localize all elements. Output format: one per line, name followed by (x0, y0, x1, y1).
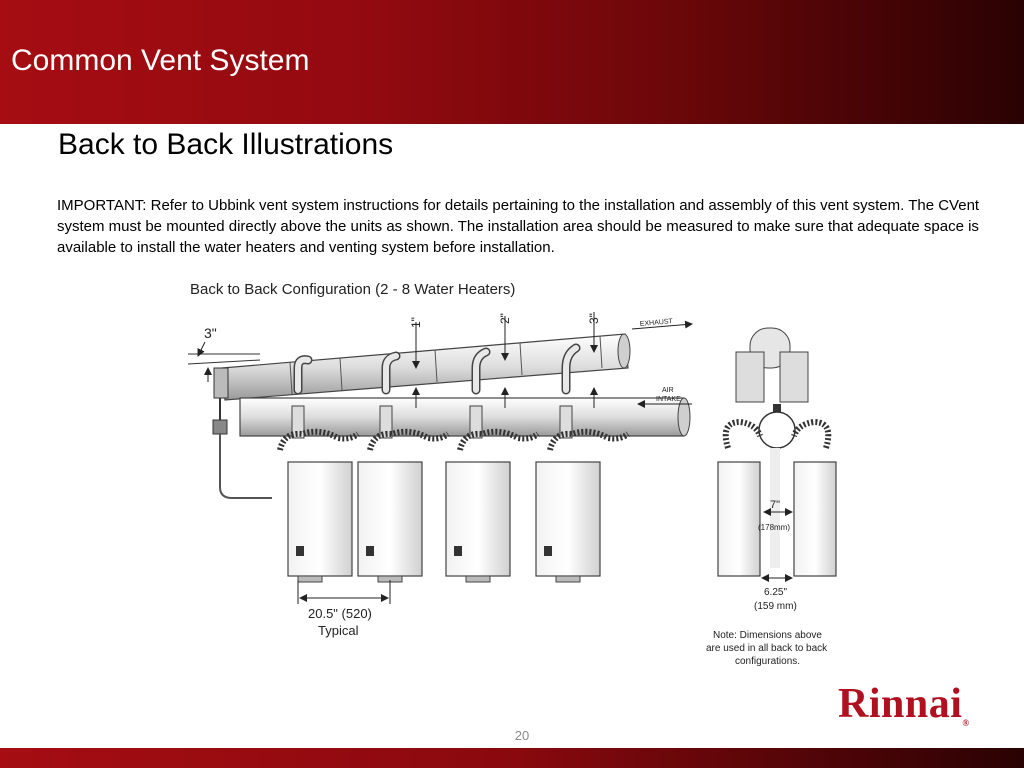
section-subtitle: Back to Back Illustrations (58, 128, 394, 161)
exhaust-label: EXHAUST (640, 318, 674, 328)
air-label: AIR (662, 387, 674, 394)
slope-arrow (197, 341, 206, 357)
water-heater-1 (277, 355, 360, 583)
vent-diagram: Back to Back Configuration (2 - 8 Water … (180, 272, 870, 676)
header-banner: Common Vent System (0, 0, 1024, 124)
pipe-joint (599, 335, 603, 369)
end-cap (213, 367, 229, 399)
vent-diagram-svg: Back to Back Configuration (2 - 8 Water … (187, 281, 837, 667)
typical-label: Typical (318, 623, 359, 638)
pipe-end-cap (617, 333, 631, 369)
note-line-1: Note: Dimensions above (713, 630, 822, 641)
rinnai-logo: Rinnai® (838, 680, 970, 728)
logo-text: Rinnai (838, 681, 963, 727)
water-heater-2 (357, 351, 450, 583)
spacing-label: 20.5" (520) (308, 606, 372, 621)
reference-line (187, 359, 261, 365)
slope-label: 3" (204, 325, 217, 341)
pipe-joint (339, 357, 343, 391)
intake-label: INTAKE (656, 396, 681, 403)
drain-trap (212, 419, 228, 435)
rise-label-3: 3" (587, 313, 601, 324)
pipe-joint (289, 361, 293, 395)
water-heater-3 (445, 347, 540, 583)
rise-label-2: 2" (498, 313, 512, 324)
drain-line (219, 434, 272, 499)
page-number: 20 (514, 728, 530, 743)
page-title: Common Vent System (11, 44, 310, 77)
figure-title: Back to Back Configuration (2 - 8 Water … (190, 281, 515, 298)
side-view (717, 327, 837, 577)
width-label: 7" (770, 499, 780, 511)
rise-label-1: 1" (409, 317, 423, 328)
intake-pipe (239, 397, 685, 437)
pipe-joint (519, 342, 523, 376)
footer-bar (0, 748, 1024, 768)
pipe-joint (434, 349, 438, 383)
registered-mark: ® (962, 718, 970, 728)
gap-label: 6.25" (764, 587, 787, 598)
intake-end-cap (677, 397, 691, 437)
gap-mm-label: (159 mm) (754, 601, 797, 612)
exhaust-arrow (631, 320, 693, 330)
note-line-3: configurations. (735, 656, 800, 667)
note-line-2: are used in all back to back (706, 643, 828, 654)
important-note: IMPORTANT: Refer to Ubbink vent system i… (57, 197, 980, 256)
water-heater-4 (535, 343, 630, 583)
width-mm-label: (178mm) (758, 523, 790, 532)
